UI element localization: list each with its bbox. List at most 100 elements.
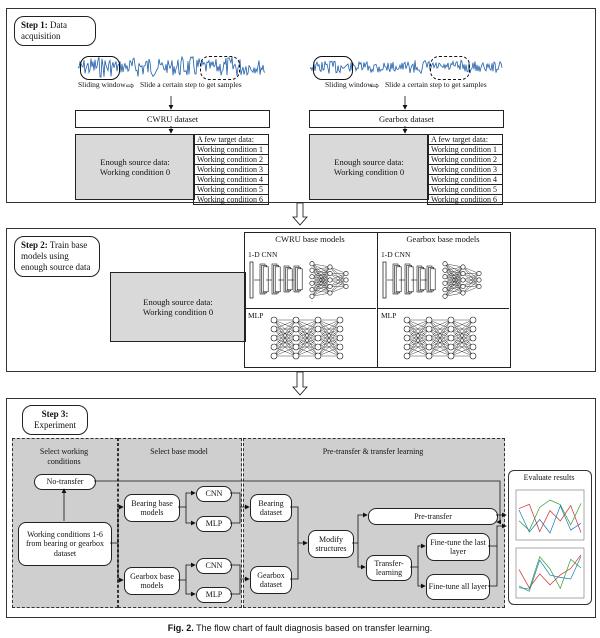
fc-node [460, 270, 466, 276]
fc-node [460, 264, 466, 270]
gear-mlp-label: MLP [381, 311, 397, 320]
mlp-top-box: MLP [196, 516, 232, 532]
pre-transfer-box: Pre-transfer [368, 508, 498, 525]
mlp-edge [295, 337, 319, 357]
mlp-node [447, 316, 455, 324]
fc-node [476, 270, 482, 276]
cwru-signal [77, 55, 266, 78]
fc-edge [311, 266, 331, 297]
fc-edge [462, 273, 480, 294]
fc-node [309, 274, 315, 280]
gear-slide-label: Slide a certain step to get samples [385, 80, 487, 89]
cwru-source-line2: Working condition 0 [99, 167, 171, 177]
mlp-node [270, 316, 278, 324]
fc-edge [462, 273, 480, 281]
mlp-edge [428, 346, 452, 357]
arrow-modify-transfer [357, 543, 366, 570]
gear-slide-target-marker [430, 56, 470, 80]
mlp-edge [450, 337, 474, 357]
mlp-diagram [270, 316, 344, 360]
fc-node [309, 267, 315, 273]
fc-edge [329, 286, 347, 294]
mlp-edge [428, 319, 452, 339]
col1-title: Select working conditions [39, 447, 89, 466]
mlp-edge [406, 319, 430, 357]
gear-models-title: Gearbox base models [406, 234, 480, 244]
mlp-edge [317, 319, 341, 339]
mlp-edge [450, 319, 474, 330]
cwru-models-divider [244, 308, 376, 309]
mlp-edge [273, 319, 297, 339]
mlp-edge [317, 319, 341, 357]
mini-chart-line [518, 556, 582, 592]
mlp-edge [295, 319, 319, 357]
step2-source-data: Enough source data: Working condition 0 [110, 272, 246, 342]
step2-source-line2: Working condition 0 [142, 307, 214, 317]
fc-node [309, 280, 315, 286]
mlp-node [336, 316, 344, 324]
between-steps-arrow [292, 202, 308, 226]
gear-sliding-window-marker [313, 56, 353, 80]
fc-node [309, 293, 315, 299]
bearing-dataset-box: Bearing dataset [250, 494, 292, 522]
arrow-mlp-bearingds [230, 507, 241, 524]
fc-edge [462, 279, 480, 294]
fc-edge [311, 266, 331, 271]
fc-edge [444, 279, 464, 297]
fc-edge [329, 273, 347, 281]
cnn-input [382, 261, 387, 299]
fc-node [327, 264, 333, 270]
caption-text: The flow chart of fault diagnosis based … [193, 623, 433, 633]
mini-chart-line [518, 499, 582, 531]
fc-node [309, 261, 315, 267]
mlp-edge [295, 346, 319, 357]
cnn-feature-map [274, 266, 281, 293]
cnn-bottom-box: CNN [196, 558, 232, 574]
mlp-node [403, 325, 411, 333]
fc-node [476, 283, 482, 289]
gear-target-table: A few target data: Working condition 1 W… [427, 134, 503, 205]
arrow-mlp-gearboxds [230, 579, 241, 595]
mlp-node [314, 334, 322, 342]
mini-chart-line [518, 504, 582, 534]
mlp-bottom-box: MLP [196, 587, 232, 603]
gearbox-dataset-box: Gearbox dataset [250, 566, 292, 594]
fc-edge [311, 266, 331, 284]
gear-sliding-window-label: Sliding window [325, 80, 373, 89]
mlp-node [336, 352, 344, 360]
fc-node [327, 277, 333, 283]
mlp-node [270, 343, 278, 351]
mlp-diagram [403, 316, 477, 360]
fc-edge [311, 266, 331, 290]
fc-edge [329, 273, 347, 287]
col2-title: Select base model [150, 447, 208, 456]
mlp-edge [428, 319, 452, 357]
fc-node [327, 290, 333, 296]
fc-edge [311, 279, 331, 297]
mlp-edge [428, 328, 452, 357]
mini-chart-line [518, 554, 582, 589]
cnn-top-box: CNN [196, 486, 232, 502]
mlp-edge [406, 319, 430, 330]
mlp-edge [317, 328, 341, 357]
mlp-node [336, 325, 344, 333]
mlp-node [469, 334, 477, 342]
cwru-source-line1: Enough source data: [100, 157, 170, 167]
fc-edge [462, 286, 480, 294]
finetune-all-box: Fine-tune all layer [426, 574, 490, 600]
fc-node [460, 290, 466, 296]
mini-chart-frame [515, 547, 585, 599]
mlp-node [447, 325, 455, 333]
gearbox-signal [309, 59, 503, 75]
cnn-feature-map [429, 268, 436, 291]
fc-node [460, 277, 466, 283]
mlp-node [469, 352, 477, 360]
arrow-last-eval [488, 523, 507, 547]
mlp-edge [450, 319, 474, 357]
mlp-edge [273, 319, 297, 357]
fc-edge [329, 279, 347, 294]
mlp-edge [273, 319, 297, 330]
fc-node [442, 261, 448, 267]
fc-edge [311, 292, 331, 297]
